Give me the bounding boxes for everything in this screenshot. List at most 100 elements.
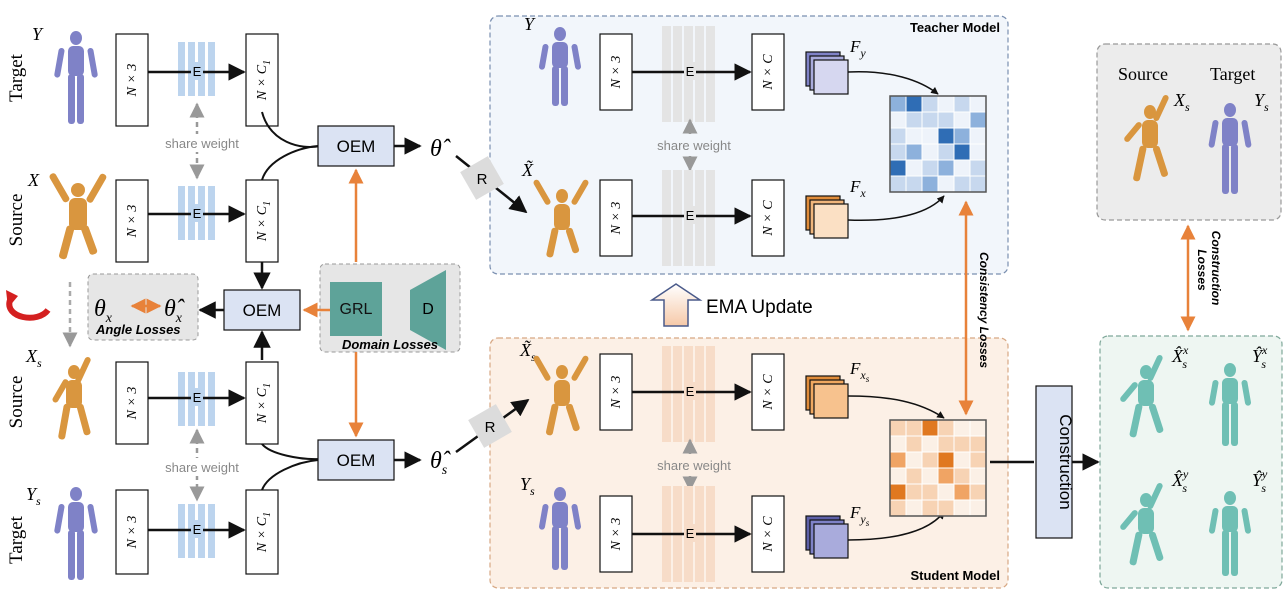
matrix-cell — [921, 435, 939, 453]
matrix-cell — [905, 467, 923, 485]
matrix-cell — [953, 499, 971, 517]
matrix-cell — [889, 499, 907, 517]
teacher-share-weight: share weight — [657, 138, 731, 153]
teacher-fx-label: Fx — [849, 177, 866, 200]
matrix-cell — [953, 451, 971, 469]
matrix-cell — [889, 127, 907, 145]
human-figure-student-xs — [533, 355, 589, 436]
oem-label-bottom: OEM — [337, 451, 376, 470]
human-figure-student-ys — [539, 487, 581, 570]
matrix-cell — [969, 419, 987, 437]
encoder-label-bg — [191, 204, 203, 222]
human-figure-reference-xs — [1124, 95, 1169, 182]
matrix-cell — [921, 483, 939, 501]
matrix-cell — [889, 435, 907, 453]
teacher-x-tilde: X̃ — [521, 160, 534, 180]
matrix-cell — [937, 95, 955, 113]
encoder-label-bg — [191, 62, 203, 80]
discriminator-label: D — [422, 301, 434, 318]
encoder-label-bg — [684, 206, 696, 224]
matrix-cell — [937, 143, 955, 161]
matrix-cell — [921, 175, 939, 193]
rotation-box-top — [460, 156, 504, 200]
row-label-source-mid: Source — [6, 194, 27, 247]
matrix-cell — [937, 127, 955, 145]
matrix-cell — [905, 159, 923, 177]
matrix-cell — [921, 419, 939, 437]
encoder-label-bg — [684, 62, 696, 80]
encoder-label-bg — [684, 382, 696, 400]
feature-stack-fy — [805, 51, 849, 95]
student-encoder-label-ys: E — [686, 526, 695, 541]
student-title: Student Model — [910, 568, 1000, 583]
angle-losses-label: Angle Losses — [95, 322, 181, 337]
teacher-encoder-label-x: E — [686, 208, 695, 223]
student-feature-label-xs: N × C — [761, 374, 776, 411]
input-box-row2 — [115, 179, 149, 263]
construction-box — [1035, 385, 1073, 539]
input-label-row3: N × 3 — [125, 387, 140, 421]
matrix-cell — [937, 499, 955, 517]
flow-arrow — [847, 195, 945, 222]
flow-arrow — [847, 71, 939, 95]
human-figure-output-ysy — [1209, 491, 1251, 576]
matrix-cell — [969, 95, 987, 113]
matrix-cell — [969, 451, 987, 469]
matrix-cell — [969, 467, 987, 485]
matrix-cell — [905, 95, 923, 113]
input-label-row4: N × 3 — [125, 516, 140, 550]
matrix-cell — [969, 111, 987, 129]
teacher-feature-box-y — [751, 33, 785, 111]
feature-label-row1: N × C1 — [255, 60, 273, 101]
construction-label: Construction — [1056, 414, 1075, 509]
student-feature-box-ys — [751, 495, 785, 573]
similarity-matrix-teacher — [889, 95, 987, 193]
consistency-label: Consistency Losses — [977, 252, 991, 368]
matrix-cell — [953, 483, 971, 501]
teacher-feature-label-x: N × C — [761, 200, 776, 237]
discriminator-shape — [410, 270, 446, 350]
matrix-cell — [905, 111, 923, 129]
matrix-cell — [889, 95, 907, 113]
teacher-fy-label: Fy — [849, 37, 866, 60]
ema-label: EMA Update — [706, 297, 813, 318]
matrix-cell — [969, 175, 987, 193]
matrix-cell — [889, 451, 907, 469]
input-box-row4 — [115, 489, 149, 575]
matrix-cell — [905, 483, 923, 501]
matrix-cell — [905, 175, 923, 193]
grl-label: GRL — [340, 301, 373, 318]
share-weight-label-top: share weight — [165, 136, 239, 151]
domain-losses-label: Domain Losses — [342, 337, 438, 352]
matrix-cell — [969, 127, 987, 145]
encoder-label-row2: E — [193, 206, 202, 221]
oem-box-mid — [223, 289, 301, 331]
matrix-cell — [921, 111, 939, 129]
teacher-feature-box-x — [751, 179, 785, 257]
reference-xs: Xs — [1173, 90, 1190, 114]
human-figure-teacher-y — [539, 27, 581, 106]
matrix-cell — [953, 143, 971, 161]
encoder-bar — [208, 42, 215, 96]
row-label-source-lower: Source — [6, 376, 27, 429]
matrix-cell — [905, 435, 923, 453]
input-label-row2: N × 3 — [125, 205, 140, 239]
matrix-cell — [921, 159, 939, 177]
encoder-bar — [178, 42, 185, 96]
feature-label-row4: N × C1 — [255, 512, 273, 553]
human-figure-output-xsy — [1120, 483, 1164, 566]
human-figure-target-ys — [54, 487, 98, 580]
rotate-arrow-head — [6, 290, 18, 308]
grl-box — [330, 282, 382, 336]
matrix-cell — [953, 175, 971, 193]
symbol-x: X — [27, 170, 40, 190]
matrix-cell — [937, 175, 955, 193]
rotate-arrow-icon — [6, 299, 51, 321]
theta-x-label: θx — [94, 296, 113, 326]
human-figure-output-xsx — [1120, 355, 1164, 438]
theta-hat-s-label: θ̂s — [430, 448, 451, 478]
matrix-cell — [969, 483, 987, 501]
share-weight-bg — [648, 136, 742, 154]
matrix-cell — [889, 467, 907, 485]
human-figure-output-ysx — [1209, 363, 1251, 446]
